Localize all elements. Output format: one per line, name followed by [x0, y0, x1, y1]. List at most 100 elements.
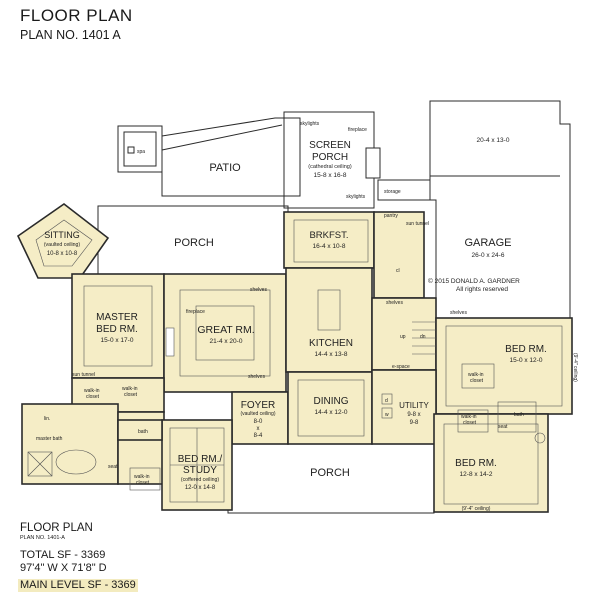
- plan-number: PLAN NO. 1401 A: [20, 28, 121, 42]
- kitchen-dims: 14-4 x 13-8: [315, 351, 348, 358]
- garage-label: GARAGE: [464, 237, 511, 249]
- patio-label: PATIO: [209, 162, 241, 174]
- utility-room: [371, 369, 437, 445]
- front-porch-label: PORCH: [310, 467, 350, 479]
- foyer-label: FOYER: [241, 400, 275, 411]
- footer-plan-number: PLAN NO. 1401-A: [20, 535, 65, 541]
- walk-in-m1-label: walk-in: [84, 388, 100, 394]
- walk-in-study-label: walk-in: [134, 474, 150, 480]
- closet-lower-label: closet: [463, 420, 477, 426]
- main-level-sf: MAIN LEVEL SF - 3369: [18, 579, 138, 592]
- shelves-kitchen-label: shelves: [386, 300, 403, 306]
- storage-outline: [377, 179, 431, 201]
- copyright-line-1: © 2015 DONALD A. GARDNER: [428, 277, 520, 285]
- bed-study-dims: 12-0 x 14-8: [185, 485, 216, 491]
- bed-right-room: [435, 317, 573, 415]
- copyright-line-2: All rights reserved: [456, 286, 508, 293]
- spa-label: spa: [137, 149, 145, 155]
- master-label-1: MASTER: [96, 312, 138, 323]
- bed-lower-note: (9'-4" ceiling): [462, 506, 491, 512]
- screen-porch-dims: 15-8 x 16-8: [314, 172, 347, 179]
- e-space-label: e-space: [392, 364, 410, 370]
- dn-label: dn: [420, 334, 426, 340]
- foyer-dims-3: 8-4: [254, 433, 263, 439]
- kitchen-label: KITCHEN: [309, 338, 353, 349]
- skylights-bottom-label: skylights: [346, 194, 366, 200]
- utility-label: UTILITY: [399, 401, 429, 410]
- fireplace-top-label: fireplace: [348, 127, 367, 133]
- seat-master-label: seat: [108, 464, 118, 470]
- closet-study-label: closet: [136, 480, 150, 486]
- patio-outline: [161, 117, 301, 197]
- bed-right-label: BED RM.: [505, 344, 547, 355]
- bed-study-label-1: BED RM./: [178, 454, 223, 465]
- screen-porch-label-1: SCREEN: [309, 140, 351, 151]
- foyer-note: (vaulted ceiling): [240, 411, 275, 417]
- skylights-top-label: skylights: [300, 121, 320, 127]
- pantry-label: pantry: [384, 213, 398, 219]
- dining-label: DINING: [314, 396, 349, 407]
- brkfst-label: BRKFST.: [309, 230, 348, 241]
- closet-m1-label: closet: [86, 394, 100, 400]
- fireplace-great-label: fireplace: [186, 309, 205, 315]
- plan-title: FLOOR PLAN: [20, 6, 133, 25]
- washer-label: w: [385, 412, 389, 418]
- bed-lower-room: [433, 413, 549, 513]
- kitchen-room: [285, 267, 373, 373]
- master-dims: 15-0 x 17-0: [101, 337, 134, 344]
- shelves-stair-label: shelves: [450, 310, 467, 316]
- up-label: up: [400, 334, 406, 340]
- bath-study-label: bath: [138, 429, 148, 435]
- garage-dims: 26-0 x 24-6: [472, 252, 505, 259]
- total-sf: TOTAL SF - 3369: [20, 549, 106, 561]
- sitting-label: SITTING: [44, 230, 80, 240]
- dining-dims: 14-4 x 12-0: [315, 409, 348, 416]
- lin-label: lin.: [44, 416, 50, 422]
- master-label-2: BED RM.: [96, 324, 138, 335]
- utility-dims-1: 9-8 x: [407, 412, 420, 418]
- master-bath: [21, 403, 119, 485]
- plan-footer: FLOOR PLAN PLAN NO. 1401-A TOTAL SF - 33…: [18, 522, 138, 593]
- dryer-label: d: [385, 398, 388, 404]
- great-room-label: GREAT RM.: [197, 324, 254, 336]
- sitting-room: [16, 203, 110, 279]
- master-bath-label: master bath: [36, 436, 63, 442]
- bed-study-note: (coffered ceiling): [181, 477, 220, 483]
- walk-in-lower-label: walk-in: [461, 414, 477, 420]
- shelves-great-lower-label: shelves: [248, 374, 265, 380]
- walk-in-right-label: walk-in: [468, 372, 484, 378]
- study-bath: [117, 419, 163, 441]
- spa-inner: [123, 131, 157, 167]
- great-room-dims: 21-4 x 20-0: [210, 338, 243, 345]
- bed-study-label-2: STUDY: [183, 465, 217, 476]
- bed-lower-label: BED RM.: [455, 458, 497, 469]
- spa-tub: [127, 146, 135, 154]
- utility-dims-2: 9-8: [410, 420, 419, 426]
- foyer-dims-2: x: [257, 426, 260, 432]
- closet-right-label: closet: [470, 378, 484, 384]
- shelves-great-label: shelves: [250, 287, 267, 293]
- stair-area: [371, 297, 437, 371]
- great-room: [163, 273, 287, 393]
- bath-right-label: bath: [514, 412, 524, 418]
- overall-dimensions: 97'4" W X 71'8" D: [20, 562, 107, 574]
- seat-right-label: seat: [498, 424, 508, 430]
- closet-m2-label: closet: [124, 392, 138, 398]
- rear-porch-label: PORCH: [174, 237, 214, 249]
- garage-upper-dims: 20-4 x 13-0: [477, 137, 510, 144]
- sitting-note: (vaulted ceiling): [44, 242, 81, 248]
- screen-porch-label-2: PORCH: [312, 152, 348, 163]
- footer-title: FLOOR PLAN: [20, 522, 93, 534]
- sitting-dims: 10-8 x 10-8: [47, 251, 78, 257]
- foyer-room: [231, 391, 289, 445]
- sun-tunnel-master-label: sun tunnel: [72, 372, 95, 378]
- bed-lower-dims: 12-8 x 14-2: [460, 471, 493, 478]
- foyer-dims-1: 8-0: [254, 419, 263, 425]
- fireplace-top-box: [365, 147, 381, 179]
- brkfst-dims: 16-4 x 10-8: [313, 243, 346, 250]
- sun-tunnel-label: sun tunnel: [406, 221, 429, 227]
- bed-right-dims: 15-0 x 12-0: [510, 357, 543, 364]
- dining-room: [287, 371, 373, 445]
- cl-label: cl: [396, 268, 400, 274]
